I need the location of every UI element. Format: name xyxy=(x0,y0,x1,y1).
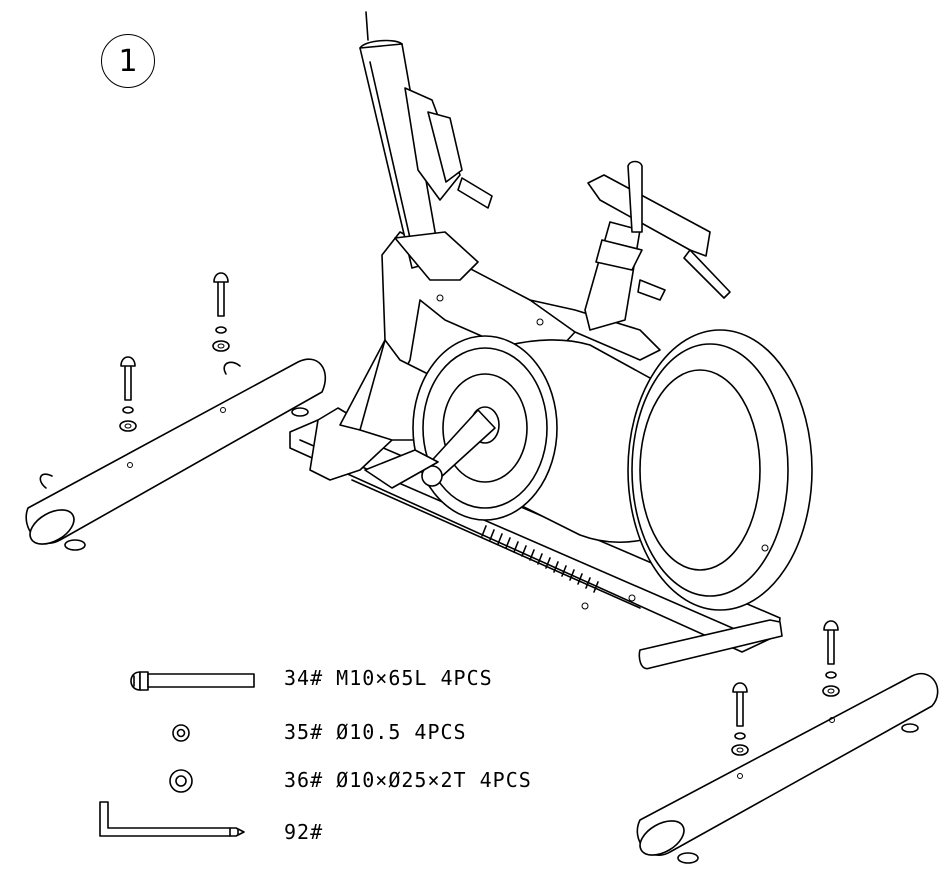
step-number: 1 xyxy=(118,43,138,79)
left-bolt-set-1 xyxy=(212,272,230,352)
bolt-icon xyxy=(130,671,255,691)
right-bolt-set-2 xyxy=(731,682,749,756)
step-number-badge: 1 xyxy=(101,34,155,88)
allen-key-icon xyxy=(99,801,245,837)
right-bolt-set-1 xyxy=(822,620,840,697)
left-bolt-set-2 xyxy=(119,356,137,432)
part-label-34: 34# M10×65L 4PCS xyxy=(284,666,493,690)
flat-washer-icon xyxy=(169,769,193,793)
cable-marks xyxy=(481,525,599,593)
part-label-35: 35# Ø10.5 4PCS xyxy=(284,720,467,744)
rear-stabilizer-left xyxy=(25,358,327,551)
part-label-92: 92# xyxy=(284,820,324,844)
bike-frame xyxy=(289,11,813,653)
rear-stabilizer-right xyxy=(636,673,939,864)
front-stabilizer xyxy=(638,619,783,670)
spring-washer-icon xyxy=(172,724,190,742)
part-label-36: 36# Ø10×Ø25×2T 4PCS xyxy=(284,768,532,792)
